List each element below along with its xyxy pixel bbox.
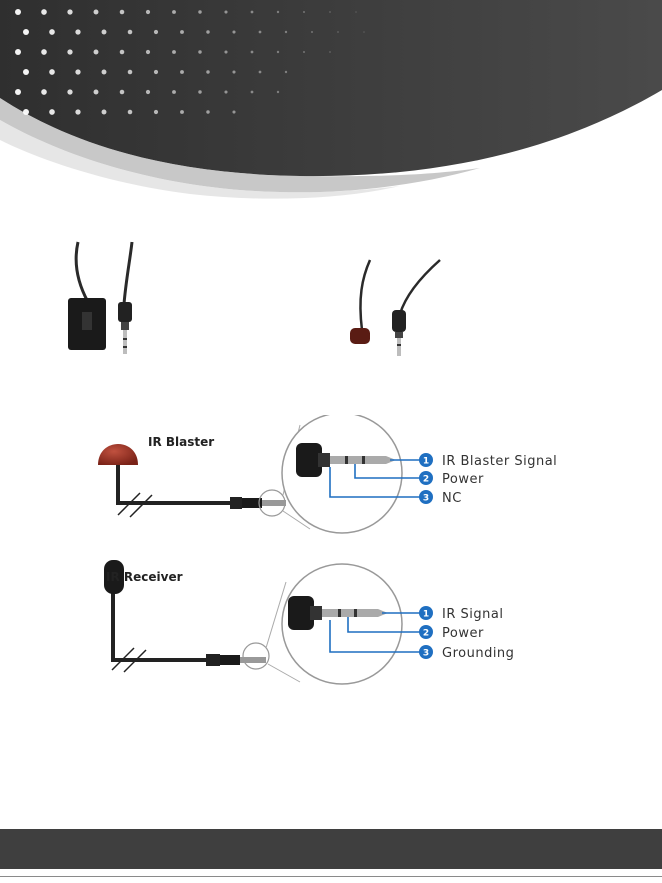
ir-blaster-cable-photo: [60, 240, 170, 360]
blaster-pin-3-label: NC: [442, 491, 462, 506]
receiver-pin-3-label: Grounding: [442, 646, 514, 661]
ir-blaster-head: [98, 444, 138, 465]
receiver-zoom-circle: [243, 564, 402, 684]
ir-blaster-diagram: 1 IR Blaster Signal 2 Power 3 NC IR Blas…: [90, 415, 570, 550]
svg-text:1: 1: [423, 457, 429, 467]
ir-receiver-title: IR Receiver: [106, 570, 183, 584]
footer-bar: [0, 829, 662, 869]
blaster-pin-3: 3 NC: [419, 490, 462, 506]
blaster-pin-2: 2 Power: [419, 471, 484, 487]
svg-text:3: 3: [423, 649, 429, 659]
blaster-pin-2-label: Power: [442, 472, 484, 487]
blaster-pin-1-label: IR Blaster Signal: [442, 454, 557, 469]
footer-rule: [0, 876, 662, 877]
svg-text:2: 2: [423, 629, 429, 639]
svg-text:1: 1: [423, 610, 429, 620]
receiver-cable: [113, 592, 206, 660]
ir-blaster-title: IR Blaster: [148, 435, 214, 449]
svg-text:2: 2: [423, 475, 429, 485]
svg-text:3: 3: [423, 494, 429, 504]
header-banner: [0, 0, 662, 200]
receiver-pin-1-label: IR Signal: [442, 607, 503, 622]
receiver-pin-1: 1 IR Signal: [419, 606, 503, 622]
receiver-pin-2: 2 Power: [419, 625, 484, 641]
receiver-pin-3: 3 Grounding: [419, 645, 514, 661]
ir-receiver-cable-photo: [340, 258, 450, 358]
blaster-pin-1: 1 IR Blaster Signal: [419, 453, 557, 469]
ir-receiver-diagram: 1 IR Signal 2 Power 3 Grounding IR Recei…: [90, 552, 570, 687]
receiver-pin-2-label: Power: [442, 626, 484, 641]
